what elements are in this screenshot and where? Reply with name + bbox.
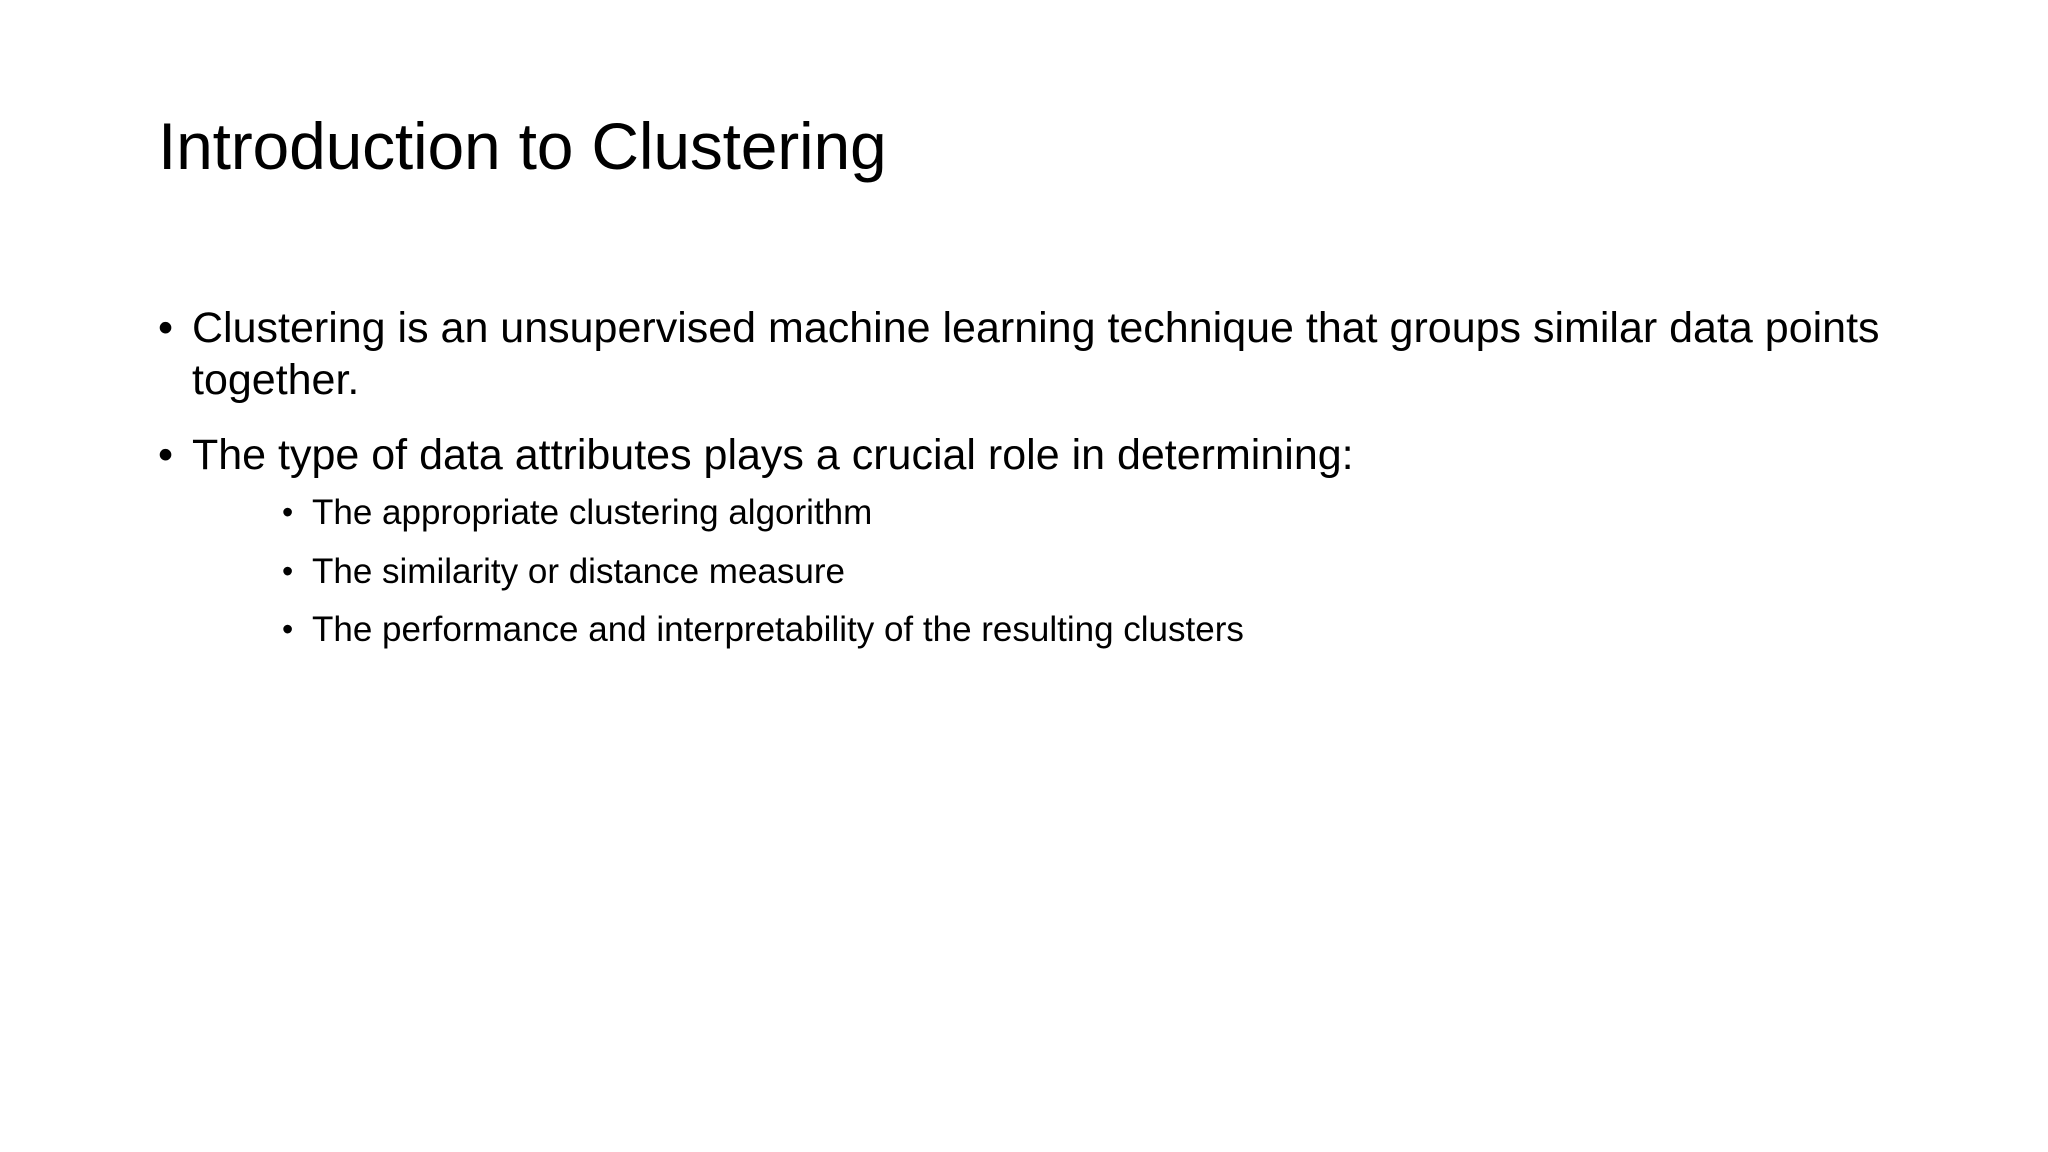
bullet-item-level2-3: • The performance and interpretability o… [276, 607, 1910, 653]
bullet-dot-icon: • [282, 552, 294, 589]
bullet-item-level2-2: • The similarity or distance measure [276, 549, 1910, 595]
bullet-item-level1-2: • The type of data attributes plays a cr… [150, 429, 1910, 653]
bullet-dot-icon: • [282, 610, 294, 647]
bullet-item-level1-1: • Clustering is an unsupervised machine … [150, 302, 1910, 407]
bullet-text: Clustering is an unsupervised machine le… [192, 304, 1880, 405]
bullet-dot-icon: • [158, 304, 174, 352]
bullet-list-level-2: • The appropriate clustering algorithm •… [192, 490, 1910, 653]
bullet-item-level2-1: • The appropriate clustering algorithm [276, 490, 1910, 536]
bullet-text: The type of data attributes plays a cruc… [192, 430, 1354, 479]
slide-title: Introduction to Clustering [158, 109, 887, 183]
bullet-dot-icon: • [282, 494, 294, 531]
bullet-text: The appropriate clustering algorithm [312, 493, 873, 533]
bullet-dot-icon: • [158, 430, 174, 479]
bullet-list-level-1: • Clustering is an unsupervised machine … [150, 302, 1910, 653]
slide-body-content: • Clustering is an unsupervised machine … [150, 302, 1910, 675]
bullet-text: The similarity or distance measure [312, 551, 845, 591]
bullet-text: The performance and interpretability of … [312, 609, 1244, 649]
